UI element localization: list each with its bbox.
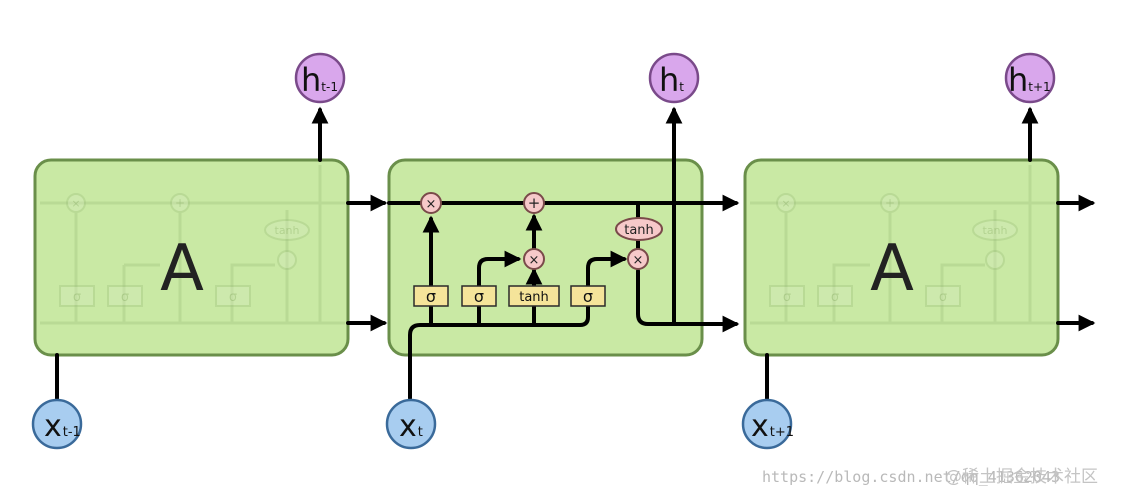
input-node-right-symbol: x: [751, 409, 769, 444]
output-node-left: ht-1: [294, 52, 346, 104]
faded-add-label: +: [885, 196, 895, 210]
faded-sigma-3: σ: [229, 290, 237, 305]
output-gate-layer: σ: [570, 285, 606, 307]
output-node-left-symbol: h: [301, 61, 321, 99]
input-node-right: xt+1: [741, 398, 794, 450]
input-nodes: xt-1 xt xt+1: [31, 398, 794, 450]
add-label: +: [528, 194, 541, 212]
svg-text:ht: ht: [659, 61, 684, 99]
sigma-output-label: σ: [583, 287, 593, 306]
tanh-output-label: tanh: [624, 223, 654, 238]
multiply-label: ×: [529, 253, 540, 268]
output-nodes: ht-1 ht ht+1: [294, 52, 1056, 104]
faded-sigma-2: σ: [121, 290, 129, 305]
faded-tanh-label: tanh: [983, 224, 1008, 237]
output-node-right-symbol: h: [1008, 61, 1028, 99]
faded-gates-left: × + tanh σ σ σ: [59, 193, 310, 307]
output-node-middle-symbol: h: [659, 61, 679, 99]
faded-internals-right: [750, 165, 1055, 325]
faded-add-label: +: [175, 196, 185, 210]
sigma-forget-label: σ: [426, 287, 436, 306]
faded-sigma-1: σ: [783, 290, 791, 305]
output-gate-arrow: [586, 250, 628, 288]
faded-sigma-1: σ: [73, 290, 81, 305]
watermark-url: https://blog.csdn.net/qq_41362043: [762, 468, 1061, 486]
output-multiply-op: ×: [627, 248, 649, 270]
input-gate-layer: σ: [461, 285, 497, 307]
input-multiply-op: ×: [523, 248, 545, 270]
output-node-left-subscript: t-1: [321, 80, 338, 94]
input-node-middle-symbol: x: [399, 409, 417, 444]
input-node-middle-subscript: t: [418, 425, 423, 440]
tanh-output-op: tanh: [615, 217, 663, 241]
faded-multiply-label: ×: [781, 197, 790, 210]
svg-text:xt-1: xt-1: [44, 409, 81, 444]
multiply-label: ×: [633, 253, 644, 268]
svg-text:xt: xt: [399, 409, 423, 444]
input-gate-arrow: [477, 250, 522, 288]
lstm-cell-left: × + tanh σ σ σ A: [33, 158, 350, 357]
output-node-right-subscript: t+1: [1028, 80, 1050, 94]
sigma-input-label: σ: [474, 287, 484, 306]
forget-gate-layer: σ: [413, 285, 449, 307]
input-node-left-subscript: t-1: [63, 425, 81, 440]
hidden-output-arrow: [636, 269, 740, 333]
faded-internals-left: [40, 165, 345, 325]
connections: [55, 106, 1096, 400]
svg-text:ht-1: ht-1: [301, 61, 338, 99]
input-node-left-symbol: x: [44, 409, 62, 444]
input-bus: [408, 294, 590, 400]
cell-right-label: A: [870, 232, 914, 306]
output-node-middle-subscript: t: [679, 80, 684, 94]
tanh-candidate-label: tanh: [519, 290, 549, 305]
svg-text:xt+1: xt+1: [751, 409, 794, 444]
faded-sigma-2: σ: [831, 290, 839, 305]
lstm-cell-right: × + tanh σ σ σ A: [743, 158, 1060, 357]
output-node-middle: ht: [648, 52, 700, 104]
input-node-left: xt-1: [31, 398, 83, 450]
input-node-right-subscript: t+1: [770, 425, 794, 440]
cell-left-label: A: [160, 232, 204, 306]
faded-gates-right: × + tanh σ σ σ: [769, 193, 1018, 307]
svg-text:ht+1: ht+1: [1008, 61, 1051, 99]
watermark-site: @稀土掘金技术社区: [945, 467, 1098, 487]
faded-sigma-3: σ: [939, 290, 947, 305]
faded-tanh-label: tanh: [275, 224, 300, 237]
multiply-label: ×: [426, 197, 437, 212]
candidate-layer: tanh: [508, 285, 560, 307]
faded-multiply-label: ×: [71, 197, 80, 210]
forget-multiply-op: ×: [420, 192, 442, 214]
add-op: +: [523, 192, 545, 214]
middle-gates: × + × × tanh σ σ tanh: [413, 192, 663, 307]
input-node-middle: xt: [385, 398, 437, 450]
output-node-right: ht+1: [1004, 52, 1056, 104]
